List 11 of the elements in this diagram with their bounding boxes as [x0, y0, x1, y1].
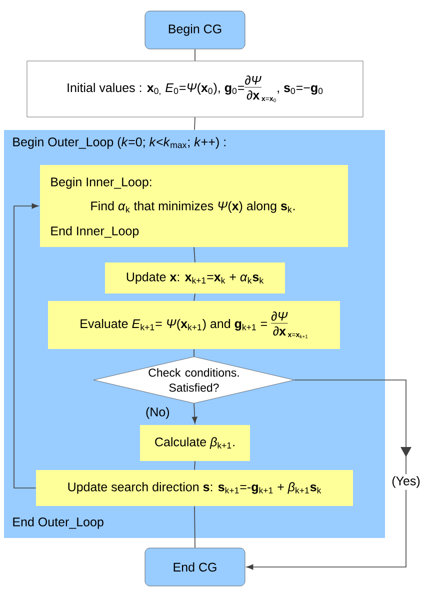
- arrow: [246, 380, 412, 570]
- terminal-box: Begin CG: [144, 10, 246, 50]
- loop-box: Begin Inner_Loop: Find α$_{k}$ that minimizes Ψ(x) along s$_{k}$. End Inner_Loop: [40, 165, 348, 247]
- process-box: Calculate β$_{k+1}$.: [140, 425, 250, 461]
- edge-label: (Yes): [390, 474, 422, 490]
- arrow: [14, 203, 39, 488]
- terminal-box: End CG: [144, 548, 246, 586]
- process-box: Update x: x$_{k+1}$=x$_{k}$ + α$_{k}$s$_{k}$: [105, 262, 285, 294]
- process-box: Update search direction s: s$_{k+1}$=-g$_{k+1}$ + β$_{k+1}$s$_{k}$: [36, 470, 353, 506]
- arrow: [192, 403, 198, 424]
- edge-label: (No): [146, 407, 170, 419]
